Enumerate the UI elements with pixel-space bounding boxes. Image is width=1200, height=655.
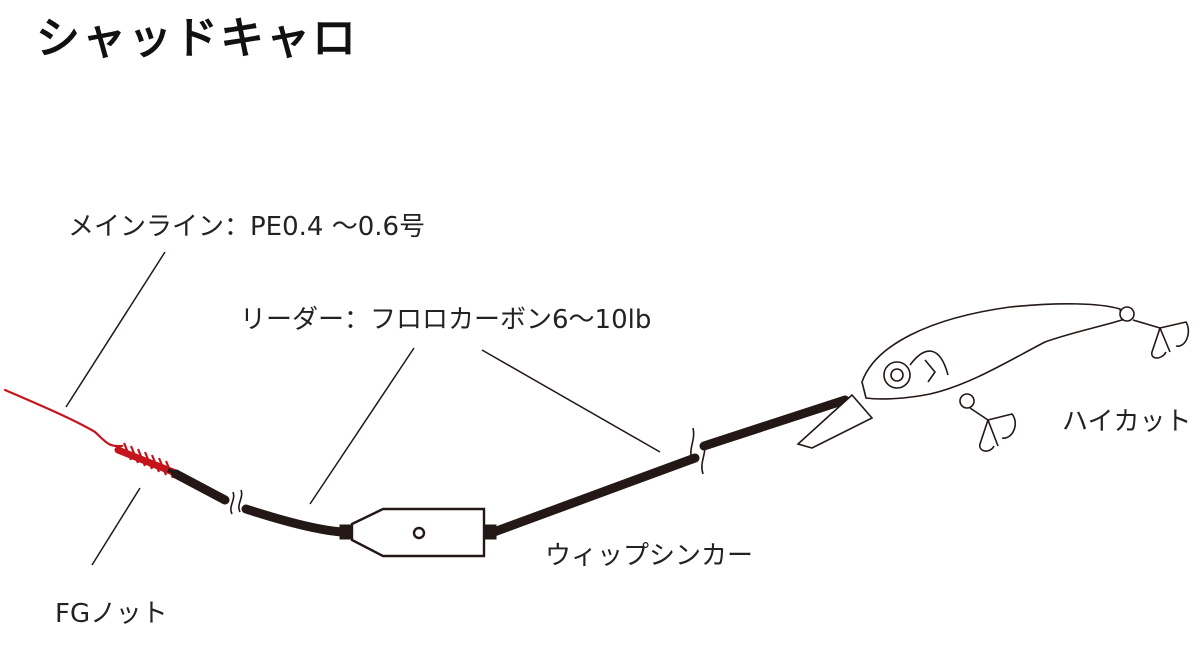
fg-knot-label: FGノット (55, 599, 168, 629)
main-line (3, 388, 124, 448)
main-line-label: メインライン：PE0.4 ～0.6号 (68, 212, 426, 242)
diagram-title: シャッドキャロ (36, 13, 358, 64)
leader-segment-1 (171, 469, 243, 515)
whip-sinker-callout (481, 349, 661, 453)
whip-sinker (339, 507, 497, 558)
callout-lines (65, 251, 661, 566)
leader-callout (309, 347, 415, 505)
fg-knot-callout (91, 487, 141, 566)
leader-label: リーダー：フロロカーボン6～10lb (240, 305, 652, 335)
leader-segment-2 (241, 504, 347, 537)
whip-sinker-label: ウィップシンカー (545, 541, 754, 571)
main-line-callout (65, 251, 166, 408)
leader-segment-3 (489, 427, 706, 537)
hicut-label: ハイカット (1062, 407, 1192, 437)
hicut-lure (796, 303, 1190, 452)
leader-segment-4 (699, 395, 850, 451)
fg-knot (114, 442, 182, 479)
